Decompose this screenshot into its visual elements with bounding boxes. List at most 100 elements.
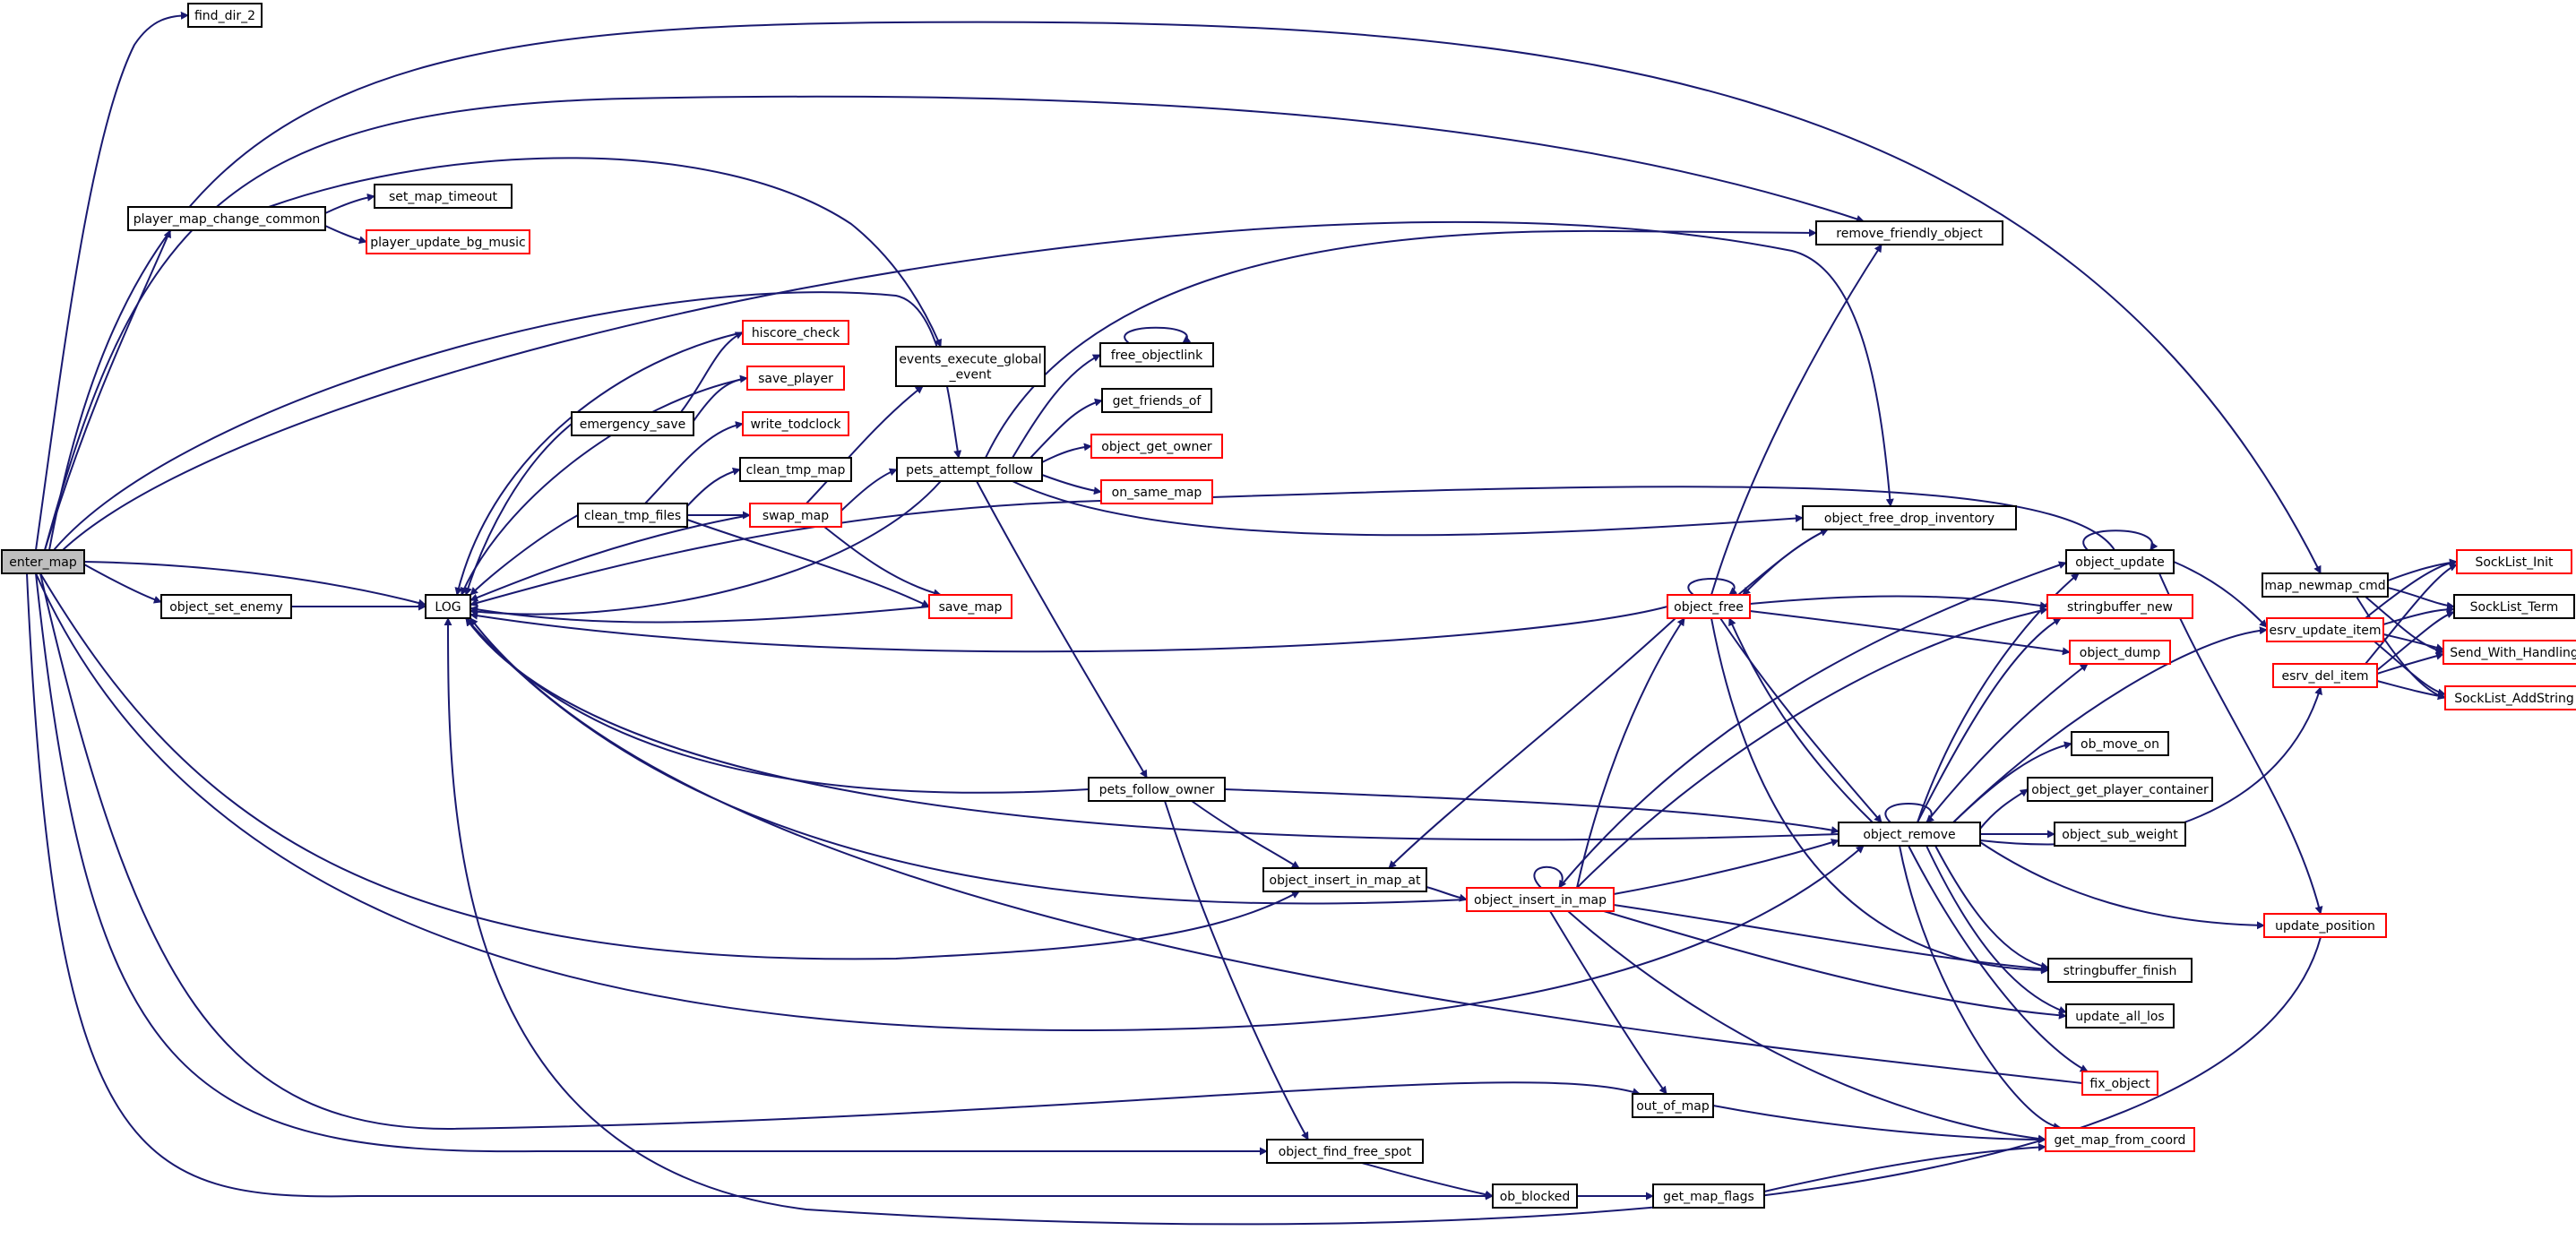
node-get_map_from_coord[interactable]: get_map_from_coord [2045,1127,2195,1152]
node-player_update_bg_music[interactable]: player_update_bg_music [366,229,530,254]
node-LOG[interactable]: LOG [425,594,471,619]
node-label: enter_map [9,555,77,570]
edge-hiscore_check-to-LOG [454,331,744,596]
node-get_friends_of[interactable]: get_friends_of [1101,388,1212,413]
edge-object_insert_in_map-to-LOG [465,617,1468,905]
node-box [1466,887,1615,912]
node-label: clean_tmp_map [746,463,846,478]
edge-enter_map-to-object_set_enemy [83,564,162,604]
node-box [160,594,292,619]
node-object_get_player_container[interactable]: object_get_player_container [2027,777,2213,802]
node-write_todclock[interactable]: write_todclock [742,411,849,436]
node-free_objectlink[interactable]: free_objectlink [1099,342,1214,367]
node-clean_tmp_map[interactable]: clean_tmp_map [739,457,852,482]
node-save_player[interactable]: save_player [746,366,845,391]
edge-object_insert_in_map-to-out_of_map [1549,910,1667,1095]
node-label: find_dir_2 [194,9,255,23]
node-label: events_execute_global [899,353,1041,367]
node-object_remove[interactable]: object_remove [1838,822,1981,847]
edge-save_player-to-LOG [461,377,748,596]
node-label: object_insert_in_map_at [1270,874,1422,888]
node-hiscore_check[interactable]: hiscore_check [742,320,849,345]
node-object_sub_weight[interactable]: object_sub_weight [2054,822,2186,847]
edge-clean_tmp_files-to-save_map [686,519,930,607]
node-box [577,503,688,528]
node-update_position[interactable]: update_position [2263,913,2387,938]
node-set_map_timeout[interactable]: set_map_timeout [374,184,513,209]
edge-esrv_del_item-to-SockList_Term [2376,610,2455,671]
node-box [2065,1003,2175,1029]
node-label: save_player [758,372,833,386]
node-player_map_change_common[interactable]: player_map_change_common [127,206,326,231]
node-object_free_drop_inventory[interactable]: object_free_drop_inventory [1802,505,2017,530]
edge-pets_attempt_follow-to-object_free_drop_inventory [1012,480,1804,537]
edge-object_free-to-remove_friendly_object [1710,244,1882,596]
node-box [2046,594,2193,619]
node-SockList_Term[interactable]: SockList_Term [2453,594,2575,619]
node-object_get_owner[interactable]: object_get_owner [1090,434,1223,459]
edge-esrv_del_item-to-SockList_AddString [2376,680,2446,701]
node-box [1815,220,2003,245]
node-SockList_AddString[interactable]: SockList_AddString [2444,685,2576,710]
node-remove_friendly_object[interactable]: remove_friendly_object [1815,220,2003,245]
node-box [928,594,1012,619]
node-label: hiscore_check [752,326,840,340]
node-object_dump[interactable]: object_dump [2069,640,2171,665]
node-label: fix_object [2089,1077,2150,1091]
node-box [374,184,513,209]
node-clean_tmp_files[interactable]: clean_tmp_files [577,503,688,528]
node-box [2069,640,2171,665]
node-box [1632,1093,1714,1118]
node-object_insert_in_map_at[interactable]: object_insert_in_map_at [1262,867,1427,892]
node-box [742,320,849,345]
node-ob_blocked[interactable]: ob_blocked [1492,1183,1578,1209]
node-SockList_Init[interactable]: SockList_Init [2456,549,2572,574]
node-object_update[interactable]: object_update [2065,549,2175,574]
node-update_all_los[interactable]: update_all_los [2065,1003,2175,1029]
node-find_dir_2[interactable]: find_dir_2 [187,3,263,28]
node-fix_object[interactable]: fix_object [2081,1071,2158,1096]
edge-update_position-to-LOG [444,617,2322,1226]
node-object_free[interactable]: object_free [1667,594,1751,619]
node-swap_map[interactable]: swap_map [749,503,842,528]
node-emergency_save[interactable]: emergency_save [571,411,694,436]
edge-object_remove-to-LOG [465,617,1839,841]
node-save_map[interactable]: save_map [928,594,1012,619]
edge-object_remove-to-get_map_from_coord [1899,845,2062,1131]
node-label: _event [949,368,992,383]
node-object_set_enemy[interactable]: object_set_enemy [160,594,292,619]
edge-object_remove-to-esrv_update_item [1952,626,2268,823]
node-stringbuffer_finish[interactable]: stringbuffer_finish [2047,958,2193,983]
node-esrv_update_item[interactable]: esrv_update_item [2266,617,2384,642]
node-box [366,229,530,254]
node-Send_With_Handling[interactable]: Send_With_Handling [2442,640,2576,665]
node-box [187,3,263,28]
edge-object_free-to-object_remove [1719,617,1882,823]
node-pets_attempt_follow[interactable]: pets_attempt_follow [896,457,1043,482]
edge-object_free-to-LOG [470,606,1668,653]
node-map_newmap_cmd[interactable]: map_newmap_cmd [2262,572,2389,598]
node-object_insert_in_map[interactable]: object_insert_in_map [1466,887,1615,912]
edge-clean_tmp_files-to-LOG [470,514,579,596]
node-ob_move_on[interactable]: ob_move_on [2071,731,2169,756]
node-stringbuffer_new[interactable]: stringbuffer_new [2046,594,2193,619]
node-box [1099,342,1214,367]
node-label: esrv_update_item [2270,624,2382,638]
node-pets_follow_owner[interactable]: pets_follow_owner [1088,777,1226,802]
node-label: on_same_map [1112,486,1202,500]
node-on_same_map[interactable]: on_same_map [1100,479,1213,504]
node-label: stringbuffer_finish [2063,964,2177,978]
node-box [896,457,1043,482]
node-label: write_todclock [750,417,841,432]
node-box [2442,640,2576,665]
edge-pets_attempt_follow-to-pets_follow_owner [976,480,1148,779]
node-out_of_map[interactable]: out_of_map [1632,1093,1714,1118]
edge-pets_follow_owner-to-object_find_free_spot [1164,800,1309,1140]
node-get_map_flags[interactable]: get_map_flags [1652,1183,1765,1209]
edge-out_of_map-to-get_map_from_coord [1712,1105,2046,1144]
node-esrv_del_item[interactable]: esrv_del_item [2272,663,2378,688]
node-object_find_free_spot[interactable]: object_find_free_spot [1266,1139,1424,1164]
node-box [2453,594,2575,619]
node-events_execute_global_event[interactable]: events_execute_global_event [895,346,1046,387]
